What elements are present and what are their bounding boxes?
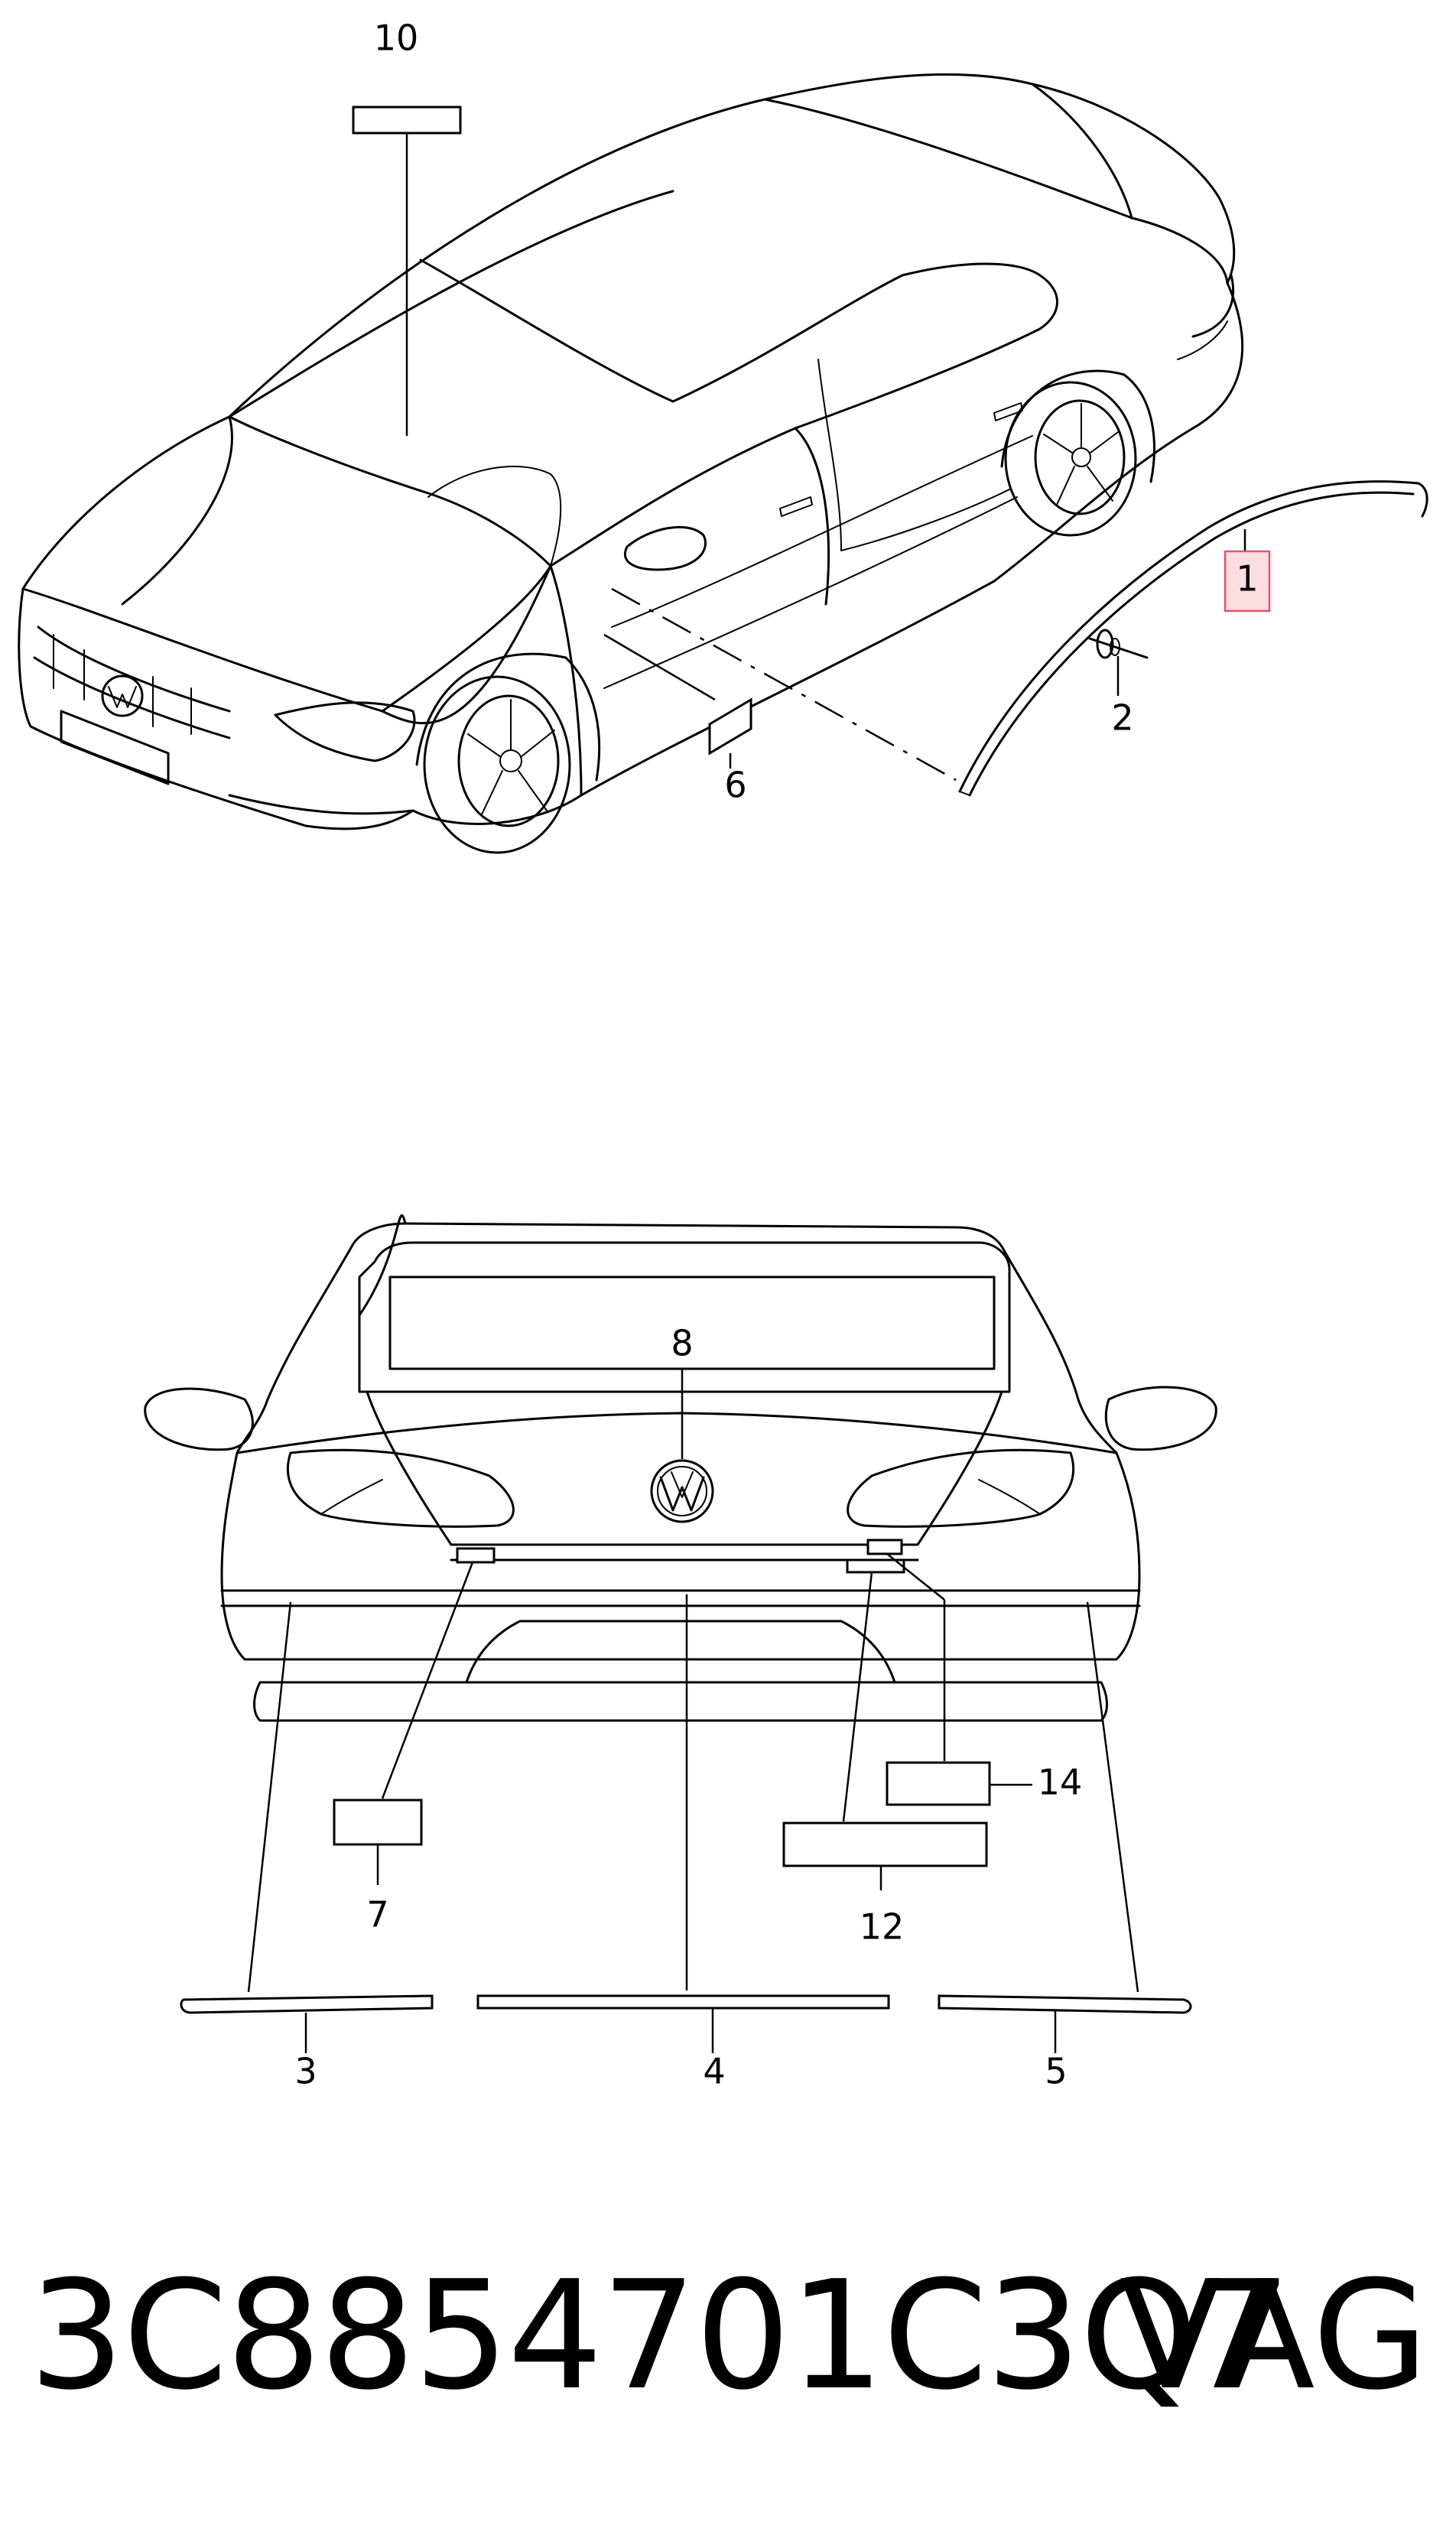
callout-14: 14	[1038, 1762, 1083, 1803]
car-rear-view	[144, 1214, 1217, 1722]
car-front-view	[18, 73, 1244, 854]
trim-strip-part-1	[958, 480, 1428, 797]
clip-part-2	[1088, 629, 1149, 659]
label-part-10	[352, 106, 462, 135]
rear-wheel	[1000, 369, 1155, 537]
footer: 3C8854701C3Q7 VAG	[0, 2252, 1456, 2420]
sticker-part-6	[708, 697, 752, 756]
dash-line	[611, 587, 957, 782]
label-14-loose	[886, 1761, 991, 1806]
callout-2: 2	[1111, 697, 1133, 739]
callout-10: 10	[374, 18, 419, 59]
callout-5: 5	[1045, 2051, 1067, 2092]
moulding-part-4	[476, 1994, 890, 2010]
front-wheel	[415, 652, 601, 854]
callout-12: 12	[860, 1906, 905, 1948]
part-number: 3C8854701C3Q7	[29, 2249, 1292, 2423]
label-part-7	[456, 1547, 496, 1564]
vw-emblem-part-8	[650, 1459, 714, 1523]
callout-4: 4	[703, 2051, 725, 2092]
callout-8: 8	[671, 1323, 693, 1364]
moulding-part-3	[180, 1994, 434, 2014]
callout-1: 1	[1236, 558, 1258, 600]
label-part-14-small	[866, 1539, 903, 1555]
callout-1-highlight	[1224, 550, 1271, 613]
label-12-loose	[782, 1821, 988, 1867]
label-7-loose	[333, 1799, 423, 1846]
moulding-part-5	[938, 1994, 1192, 2014]
callout-7: 7	[366, 1894, 388, 1935]
brand-label: VAG	[1119, 2249, 1428, 2423]
callout-6: 6	[724, 765, 746, 806]
label-part-12-small	[846, 1558, 905, 1574]
callout-3: 3	[294, 2051, 317, 2092]
